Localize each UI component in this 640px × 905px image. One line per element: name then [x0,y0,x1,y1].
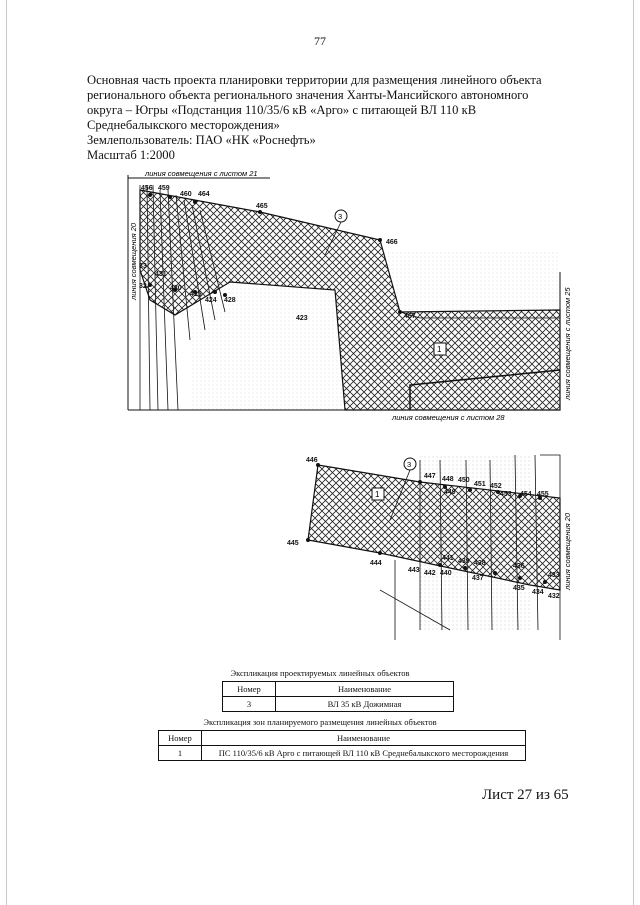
point-label: 464 [198,191,210,198]
table-row: 3 ВЛ 35 кВ Дожимная [222,696,454,712]
point-label: 446 [306,457,318,464]
table-cell: 3 [222,696,276,712]
point-label: 442 [424,570,436,577]
map-bottom: 446 445 444 443 442 440 441 439 438 437 … [287,454,572,640]
sheet-number: Лист 27 из 65 [482,787,569,803]
point-label: 447 [424,473,436,480]
point-label: 33 [139,263,147,270]
hatched-zone-top [139,189,561,411]
col-header: Наименование [201,730,526,746]
point-label: 453 [500,491,512,498]
scan-edge-right [633,0,634,905]
scan-edge-left [6,0,7,905]
point-label: 452 [490,483,502,490]
point-label: 432 [548,593,560,600]
col-header: Наименование [275,681,454,697]
scale: Масштаб 1:2000 [87,148,175,162]
table-cell: ПС 110/35/6 кВ Арго с питающей ВЛ 110 кВ… [201,745,526,761]
point-label: 459 [158,185,170,192]
match-line-right-label: линия совмещения с листом 25 [563,287,572,401]
zone-marker: 1 [375,490,380,499]
table-cell: 1 [158,745,202,761]
hatched-zone-bottom [307,464,561,591]
table-row: 1 ПС 110/35/6 кВ Арго с питающей ВЛ 110 … [158,745,526,761]
map-top: линия совмещения с листом 21 линия совме… [127,169,572,422]
match-line-top-label: линия совмещения с листом 21 [144,169,258,178]
object-marker: 3 [338,212,342,221]
header-line: Основная часть проекта планировки террит… [87,73,542,87]
col-header: Номер [158,730,202,746]
match-line-bottom-label: линия совмещения с листом 28 [391,413,505,422]
point-label: 431 [155,271,167,278]
header-line: регионального объекта регионального знач… [87,88,529,102]
point-label: 434 [532,589,544,596]
point-label: 448 [442,476,454,483]
match-line-right-label: линия совмещения 20 [563,512,572,591]
point-label: 437 [472,575,484,582]
land-user: Землепользователь: ПАО «НК «Роснефть» [87,133,316,147]
zone-marker: 1 [437,345,442,354]
point-label: 439 [458,558,470,565]
point-label: 467 [404,313,416,320]
table-cell: ВЛ 35 кВ Дожимная [275,696,454,712]
table-header-row: Номер Наименование [158,730,526,746]
point-label: 455 [537,491,549,498]
table-linear-title: Экспликация проектируемых линейных объек… [230,668,410,678]
col-header: Номер [222,681,276,697]
page-number: 77 [314,34,326,48]
point-label: 451 [474,481,486,488]
point-label: 454 [520,491,532,498]
point-label: 450 [458,477,470,484]
point-label: 435 [513,585,525,592]
point-label: 466 [386,239,398,246]
header-line: округа – Югры «Подстанция 110/35/6 кВ «А… [87,103,477,117]
object-marker: 3 [407,460,411,469]
point-label: 424 [205,297,217,304]
point-label: 438 [474,560,486,567]
table-header-row: Номер Наименование [222,681,454,697]
point-label: 465 [256,203,268,210]
table-zones-title: Экспликация зон планируемого размещения … [203,717,437,727]
point-label: 456 [141,185,153,192]
match-line-left-label: линия совмещения 20 [129,222,138,301]
point-label: 444 [370,560,382,567]
point-label: 428 [224,297,236,304]
point-label: 430 [170,285,182,292]
point-label: 440 [440,570,452,577]
point-label: 423 [296,315,308,322]
point-label: 425 [190,291,202,298]
point-label: 443 [408,567,420,574]
point-label: 460 [180,191,192,198]
point-label: 449 [444,489,456,496]
table-linear-objects: Номер Наименование 3 ВЛ 35 кВ Дожимная [222,681,454,712]
point-label: 32 [139,283,147,290]
point-label: 441 [442,555,454,562]
point-label: 433 [548,572,560,579]
point-label: 445 [287,540,299,547]
table-zones: Номер Наименование 1 ПС 110/35/6 кВ Арго… [158,730,526,761]
header-line: Среднебалыкского месторождения» [87,118,280,132]
document-header: Основная часть проекта планировки террит… [87,73,557,163]
point-label: 436 [513,563,525,570]
